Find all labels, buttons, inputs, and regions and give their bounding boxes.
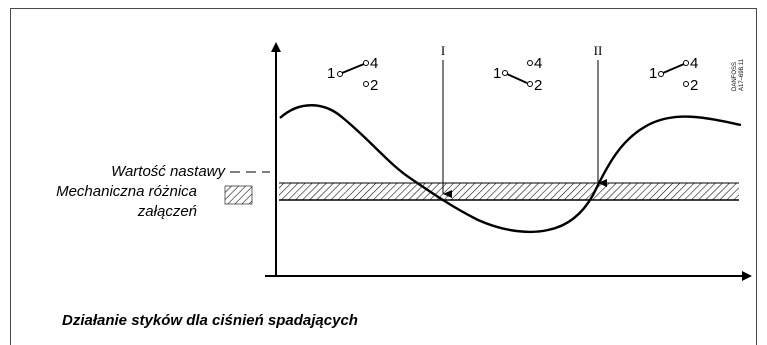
marker-label-I: I [441, 43, 445, 58]
setpoint-label: Wartość nastawy [111, 163, 226, 180]
differential-label-line2: załączeń [137, 203, 197, 220]
contact-state-2: 1 4 2 [493, 55, 542, 94]
terminal-2-point [363, 81, 369, 87]
terminal-4-point [363, 60, 369, 66]
contact-state-1: 1 4 2 [327, 55, 378, 94]
manufacturer-stamp: DANFOSS A17–698.11 [732, 58, 745, 91]
terminal-2-point [683, 81, 689, 87]
contact-arm [341, 63, 365, 74]
contact-state-3: 1 4 2 [649, 55, 698, 94]
marker-label-II: II [594, 43, 603, 58]
terminal-1-label: 1 [649, 65, 657, 82]
x-axis-arrow [742, 271, 752, 281]
differential-legend-swatch [224, 185, 253, 205]
diagram-caption: Działanie styków dla ciśnień spadających [62, 312, 358, 329]
terminal-1-label: 1 [327, 65, 335, 82]
contact-arm [506, 73, 528, 84]
stamp-line2: A17–698.11 [739, 58, 745, 91]
terminal-2-label: 2 [370, 77, 378, 94]
terminal-4-label: 4 [370, 55, 378, 72]
terminal-2-point [527, 81, 533, 87]
terminal-2-label: 2 [534, 77, 542, 94]
terminal-1-point [337, 71, 343, 77]
terminal-4-label: 4 [534, 55, 542, 72]
terminal-1-label: 1 [493, 65, 501, 82]
y-axis-arrow [271, 42, 281, 52]
terminal-1-point [502, 70, 508, 76]
terminal-2-label: 2 [690, 77, 698, 94]
pressure-curve [279, 104, 742, 234]
terminal-4-point [683, 60, 689, 66]
terminal-4-point [527, 60, 533, 66]
differential-band [279, 183, 739, 200]
differential-label-line1: Mechaniczna różnica [56, 183, 197, 200]
terminal-1-point [658, 71, 664, 77]
terminal-4-label: 4 [690, 55, 698, 72]
contact-arm [662, 63, 685, 74]
stamp-line1: DANFOSS [732, 62, 738, 91]
